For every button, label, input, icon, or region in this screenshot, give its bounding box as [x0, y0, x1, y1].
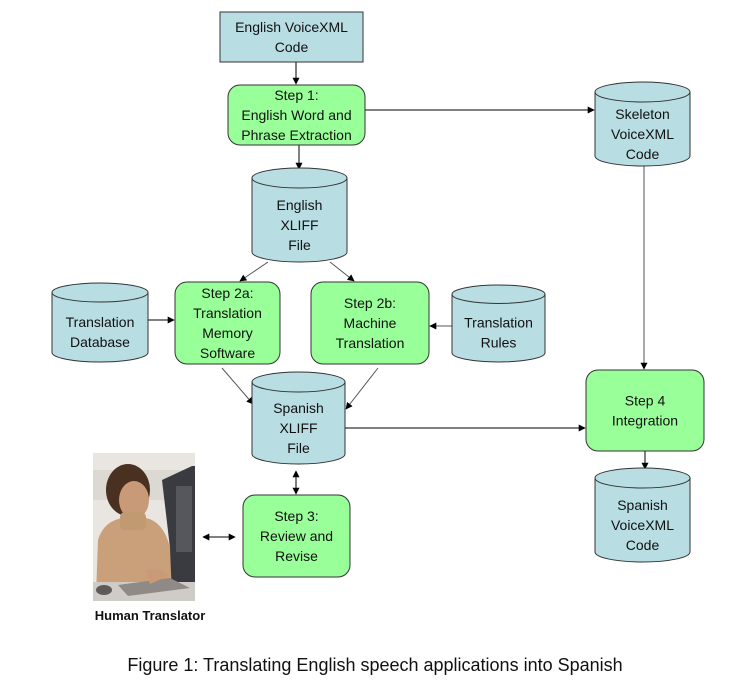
- cylinder-top: [594, 467, 691, 489]
- node-label-line: Phrase Extraction: [241, 127, 352, 143]
- node-shape: [310, 281, 430, 365]
- node-label-line: Step 3:: [274, 508, 318, 524]
- node-label-line: VoiceXML: [611, 517, 674, 533]
- node-label-line: Code: [626, 537, 660, 553]
- node-label-line: File: [288, 237, 311, 253]
- node-english-voicexml: English VoiceXML Code: [219, 11, 364, 63]
- cylinder-top: [594, 81, 691, 103]
- node-label-line: Translation: [464, 315, 533, 331]
- node-label-line: Code: [626, 146, 660, 162]
- node-label-line: Step 4: [625, 393, 666, 409]
- node-label-line: Software: [200, 345, 255, 361]
- node-label-line: Translation: [336, 335, 405, 351]
- node-label-line: Machine: [344, 315, 397, 331]
- node-label-line: English VoiceXML: [235, 19, 348, 35]
- node-label-line: Database: [70, 334, 130, 350]
- cylinder-top: [451, 284, 546, 304]
- node-label-line: Rules: [481, 335, 517, 351]
- cylinder-body: [451, 294, 546, 363]
- cylinder-top: [51, 282, 149, 303]
- cylinder-top: [251, 167, 348, 189]
- figure-caption: Figure 1: Translating English speech app…: [127, 655, 623, 675]
- cylinder-body: [251, 382, 346, 465]
- node-label-line: Translation: [193, 305, 262, 321]
- node-label-line: XLIFF: [280, 217, 318, 233]
- node-label-line: VoiceXML: [611, 126, 674, 142]
- node-label-line: Review and: [260, 528, 333, 544]
- cylinder-body: [251, 178, 348, 263]
- cylinder-top: [251, 371, 346, 393]
- node-shape: [585, 369, 705, 452]
- node-label-line: Code: [275, 39, 309, 55]
- edges: [148, 62, 649, 541]
- node-label-line: Step 1:: [274, 87, 318, 103]
- node-label-line: English Word and: [241, 107, 351, 123]
- edge-step2b-to-spanish-xliff: [345, 367, 379, 410]
- node-label-line: File: [287, 440, 310, 456]
- node-label-line: Step 2b:: [344, 295, 396, 311]
- node-label-line: Spanish: [273, 400, 324, 416]
- edge-step2a-to-spanish-xliff: [221, 367, 254, 405]
- node-shape: [227, 84, 366, 146]
- node-shape: [219, 11, 364, 63]
- node-label-line: Translation: [66, 314, 135, 330]
- node-label-line: Step 2a:: [201, 285, 253, 301]
- human-translator-photo: [93, 453, 195, 601]
- cylinder-body: [51, 292, 149, 363]
- cylinder-body: [594, 92, 691, 167]
- node-label-line: XLIFF: [279, 420, 317, 436]
- node-label-line: Spanish: [617, 497, 668, 513]
- cylinder-body: [594, 478, 691, 563]
- human-translator-label: Human Translator: [94, 608, 206, 623]
- node-shape: [242, 494, 351, 578]
- node-shape: [174, 281, 281, 365]
- node-label-line: English: [277, 197, 323, 213]
- node-step4: Step 4 Integration: [585, 369, 705, 452]
- node-label-line: Integration: [612, 413, 678, 429]
- node-label-line: Memory: [202, 325, 253, 341]
- edge-english-xliff-to-step2b: [329, 261, 355, 282]
- edge-english-xliff-to-step2a: [239, 261, 269, 282]
- node-label-line: Skeleton: [615, 106, 669, 122]
- node-label-line: Revise: [275, 548, 318, 564]
